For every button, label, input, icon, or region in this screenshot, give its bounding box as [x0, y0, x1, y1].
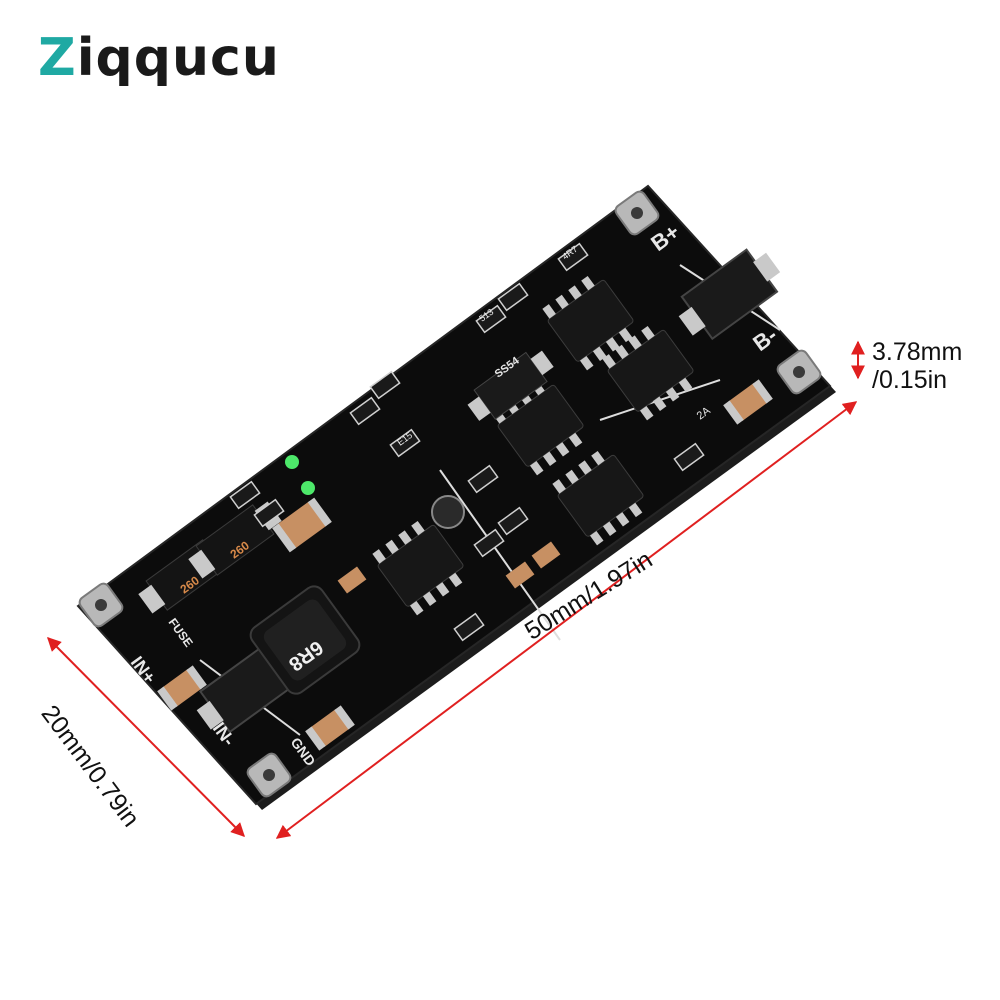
resistor-9: [497, 282, 529, 312]
led-2: [301, 481, 315, 495]
resistor-1: [369, 370, 401, 400]
output-diode: [678, 248, 781, 341]
width-dimension-arrow: [47, 637, 245, 837]
brand-logo: Ziqqucu: [38, 28, 280, 88]
electrolytic-capacitor: [431, 495, 465, 529]
height-dimension-mm: 3.78mm: [872, 338, 963, 366]
height-dimension-in: /0.15in: [872, 366, 948, 394]
pcb-board: B+ B- IN+ IN- GND FUSE 6R8 SS54 260 260 …: [76, 184, 836, 810]
led-1: [285, 455, 299, 469]
resistor-11: [229, 480, 261, 510]
brand-logo-initial: Z: [38, 28, 77, 88]
brand-logo-rest: iqqucu: [76, 28, 280, 88]
height-dimension-label: 3.78mm /0.15in: [872, 338, 962, 394]
resistor-10: [557, 242, 589, 272]
mosfet-chip-1: [542, 275, 634, 371]
resistor-8: [475, 304, 507, 334]
length-dimension-arrow: [275, 401, 858, 839]
